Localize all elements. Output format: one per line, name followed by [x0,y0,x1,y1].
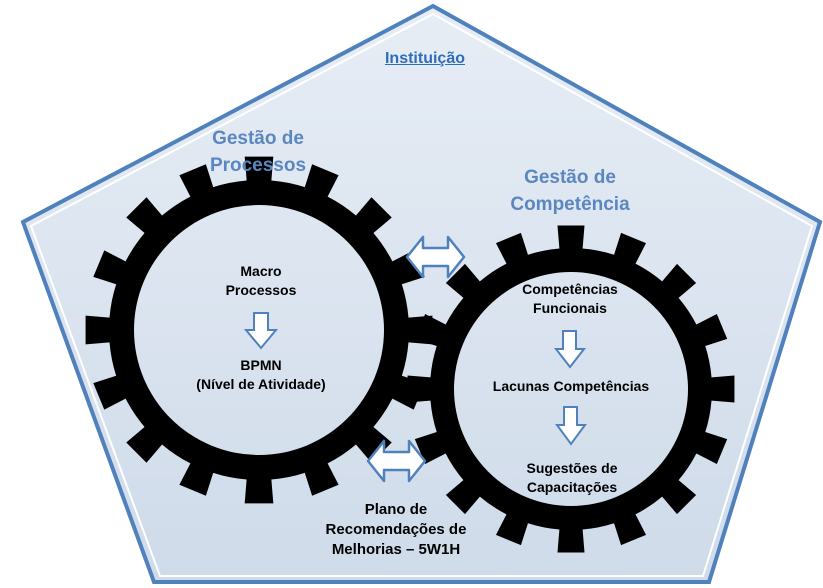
down-arrow-right-1-icon [553,330,587,369]
macro-processos-line2: Processos [225,282,297,298]
plano-line2: Recomendações de [325,521,467,538]
institution-label: Instituição [384,50,465,67]
macro-processos-line1: Macro [240,263,282,279]
down-arrow-left-icon [243,312,279,350]
competencias-funcionais-line2: Funcionais [533,300,607,316]
double-arrow-top-icon [405,235,466,279]
plano-line3: Melhorias – 5W1H [331,541,461,558]
right-gear-title: Gestão de Competência [480,164,660,218]
left-gear-title: Gestão de Processos [170,125,346,179]
left-gear-title-line1: Gestão de [212,128,304,149]
lacunas-competencias-label: Lacunas Competências [492,378,650,394]
double-arrow-bottom-icon [366,439,427,483]
right-gear-title-line1: Gestão de [524,167,616,188]
competencias-funcionais-label: Competências Funcionais [505,280,635,318]
bpmn-label: BPMN (Nível de Atividade) [176,356,346,394]
plano-recomendacoes-label: Plano de Recomendações de Melhorias – 5W… [306,500,486,560]
down-arrow-right-2-icon [555,406,587,446]
bpmn-line2: (Nível de Atividade) [196,376,326,392]
macro-processos-label: Macro Processos [201,262,321,300]
sugestoes-line2: Capacitações [526,479,618,495]
sugestoes-capacitacoes-label: Sugestões de Capacitações [510,459,634,497]
institution-pentagon [20,3,823,584]
sugestoes-line1: Sugestões de [526,460,618,476]
bpmn-line1: BPMN [240,357,282,373]
left-gear-title-line2: Processos [209,155,307,176]
competencias-funcionais-line1: Competências [522,281,618,297]
plano-line1: Plano de [364,501,428,518]
institution-pentagon-inner [29,12,814,577]
right-gear-title-line2: Competência [510,194,630,215]
